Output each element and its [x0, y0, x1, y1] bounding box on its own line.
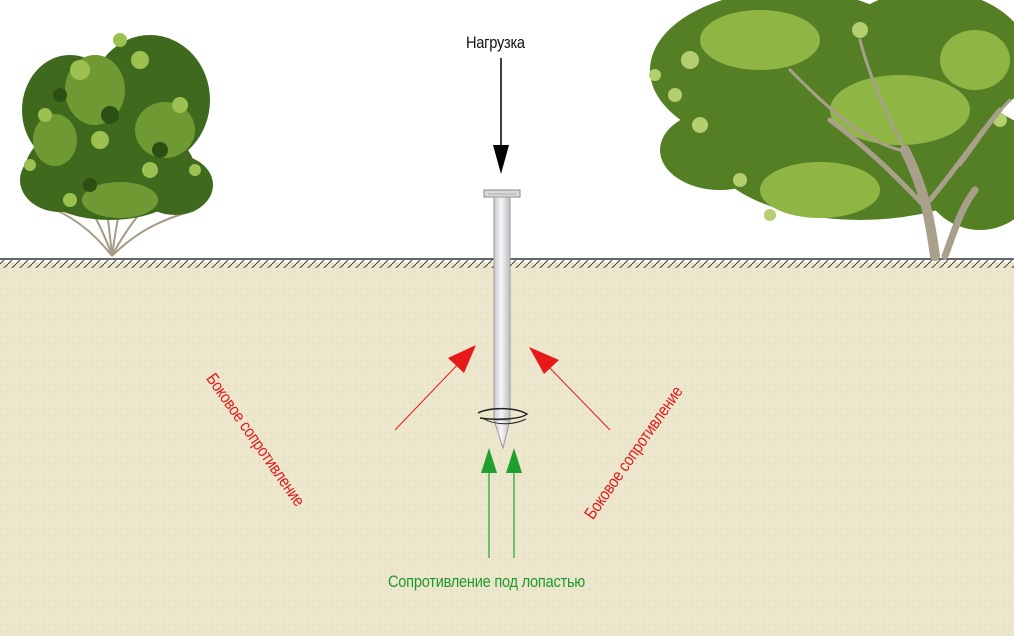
blade-resistance-label: Сопротивление под лопастью [388, 572, 586, 591]
blade-resistance-arrow-right [506, 448, 522, 558]
shrub-icon [20, 33, 213, 257]
blade-resistance-arrow-left [481, 448, 497, 558]
screw-pile-icon [477, 189, 529, 450]
side-resistance-arrow-right [529, 347, 611, 431]
tree-icon [649, 0, 1014, 261]
side-resistance-arrow-left [394, 345, 476, 431]
load-label: Нагрузка [466, 33, 525, 52]
load-arrow [493, 58, 509, 174]
